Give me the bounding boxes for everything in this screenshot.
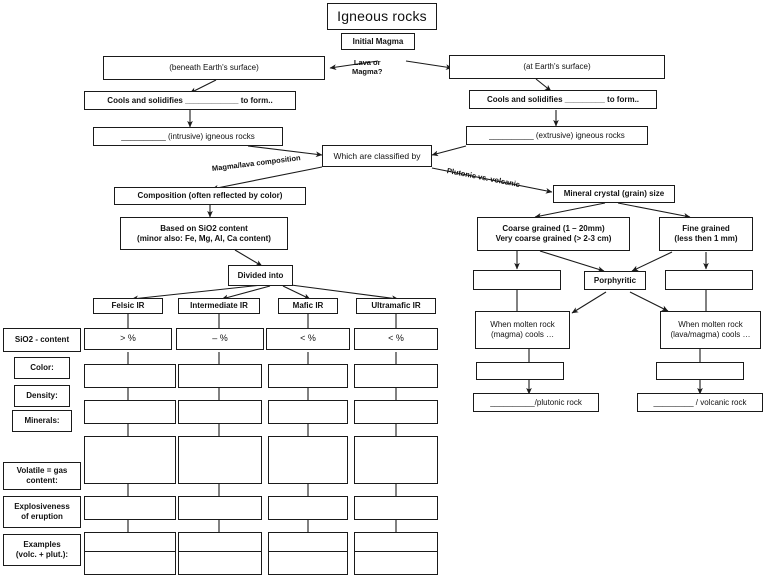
- node-cools-solidifies-extrusive: Cools and solidifies _________ to form..: [469, 90, 657, 109]
- fine-grained-line2: (less then 1 mm): [674, 234, 738, 243]
- coarse-grained-line1: Coarse grained (1 – 20mm): [502, 224, 605, 233]
- node-beneath-earths-surface: (beneath Earth's surface): [103, 56, 325, 80]
- based-on-sio2-line2: (minor also: Fe, Mg, Al, Ca content): [137, 233, 271, 243]
- cell-examples-intermediate: [178, 551, 262, 575]
- cell-volatile-ultramafic: [354, 496, 438, 520]
- coarse-grained-line2: Very coarse grained (> 2-3 cm): [495, 234, 612, 243]
- row-label-sio2-content: SiO2 - content: [3, 328, 81, 352]
- label-plutonic-vs-volcanic: Plutonic vs. volcanic: [446, 166, 521, 190]
- cell-volatile-felsic: [84, 496, 176, 520]
- column-header-mafic: Mafic IR: [278, 298, 338, 314]
- node-grain-blank-right: [665, 270, 753, 290]
- cell-density-mafic: [268, 400, 348, 424]
- cell-minerals-intermediate: [178, 436, 262, 484]
- node-initial-magma: Initial Magma: [341, 33, 415, 50]
- cell-volatile-mafic: [268, 496, 348, 520]
- node-mineral-crystal-grain-size: Mineral crystal (grain) size: [553, 185, 675, 203]
- cell-color-intermediate: [178, 364, 262, 388]
- row-label-minerals: Minerals:: [12, 410, 72, 432]
- fine-grained-line1: Fine grained: [682, 224, 730, 233]
- column-header-intermediate: Intermediate IR: [178, 298, 260, 314]
- node-at-earths-surface: (at Earth's surface): [449, 55, 665, 79]
- molten-lava-line1: When molten rock: [678, 320, 743, 329]
- node-grain-blank-left: [473, 270, 561, 290]
- node-cools-solidifies-intrusive: Cools and solidifies ____________ to for…: [84, 91, 296, 110]
- node-fine-grained: Fine grained (less then 1 mm): [659, 217, 753, 251]
- node-molten-blank-left: [476, 362, 564, 380]
- cell-volatile-intermediate: [178, 496, 262, 520]
- node-plutonic-rock: __________/plutonic rock: [473, 393, 599, 412]
- cell-minerals-ultramafic: [354, 436, 438, 484]
- based-on-sio2-line1: Based on SiO2 content: [160, 223, 248, 233]
- node-based-on-sio2-content: Based on SiO2 content (minor also: Fe, M…: [120, 217, 288, 250]
- cell-color-felsic: [84, 364, 176, 388]
- diagram-title: Igneous rocks: [327, 3, 437, 30]
- cell-sio2-ultramafic: < %: [354, 328, 438, 350]
- node-molten-blank-right: [656, 362, 744, 380]
- cell-explosiveness-felsic: [84, 532, 176, 552]
- label-magma-lava-composition: Magma/lava composition: [211, 153, 302, 173]
- molten-lava-line2: (lava/magma) cools …: [670, 330, 751, 339]
- cell-explosiveness-mafic: [268, 532, 348, 552]
- cell-density-intermediate: [178, 400, 262, 424]
- column-header-felsic: Felsic IR: [93, 298, 163, 314]
- cell-examples-ultramafic: [354, 551, 438, 575]
- node-coarse-grained: Coarse grained (1 – 20mm) Very coarse gr…: [477, 217, 630, 251]
- row-label-color: Color:: [14, 357, 70, 379]
- node-composition: Composition (often reflected by color): [114, 187, 306, 205]
- node-intrusive-igneous-rocks: __________ (intrusive) igneous rocks: [93, 127, 283, 146]
- row-label-volatile-gas-content: Volatile = gas content:: [3, 462, 81, 490]
- molten-magma-line2: (magma) cools …: [490, 330, 555, 339]
- cell-explosiveness-ultramafic: [354, 532, 438, 552]
- cell-explosiveness-intermediate: [178, 532, 262, 552]
- cell-color-ultramafic: [354, 364, 438, 388]
- cell-sio2-felsic: > %: [84, 328, 172, 350]
- node-which-are-classified-by: Which are classified by: [322, 145, 432, 167]
- row-label-density: Density:: [14, 385, 70, 407]
- column-header-ultramafic: Ultramafic IR: [356, 298, 436, 314]
- row-label-examples: Examples (volc. + plut.):: [3, 534, 81, 566]
- cell-sio2-intermediate: – %: [176, 328, 264, 350]
- node-divided-into: Divided into: [228, 265, 293, 286]
- molten-magma-line1: When molten rock: [490, 320, 555, 329]
- cell-examples-mafic: [268, 551, 348, 575]
- cell-sio2-mafic: < %: [266, 328, 350, 350]
- cell-density-ultramafic: [354, 400, 438, 424]
- node-extrusive-igneous-rocks: __________ (extrusive) igneous rocks: [466, 126, 648, 145]
- node-volcanic-rock: _________ / volcanic rock: [637, 393, 763, 412]
- cell-density-felsic: [84, 400, 176, 424]
- node-porphyritic: Porphyritic: [584, 271, 646, 290]
- cell-color-mafic: [268, 364, 348, 388]
- node-molten-rock-lava-magma: When molten rock (lava/magma) cools …: [660, 311, 761, 349]
- cell-minerals-felsic: [84, 436, 176, 484]
- row-label-explosiveness-of-eruption: Explosiveness of eruption: [3, 496, 81, 528]
- cell-minerals-mafic: [268, 436, 348, 484]
- cell-examples-felsic: [84, 551, 176, 575]
- label-lava-or-magma: Lava or Magma?: [352, 58, 383, 77]
- node-molten-rock-magma: When molten rock (magma) cools …: [475, 311, 570, 349]
